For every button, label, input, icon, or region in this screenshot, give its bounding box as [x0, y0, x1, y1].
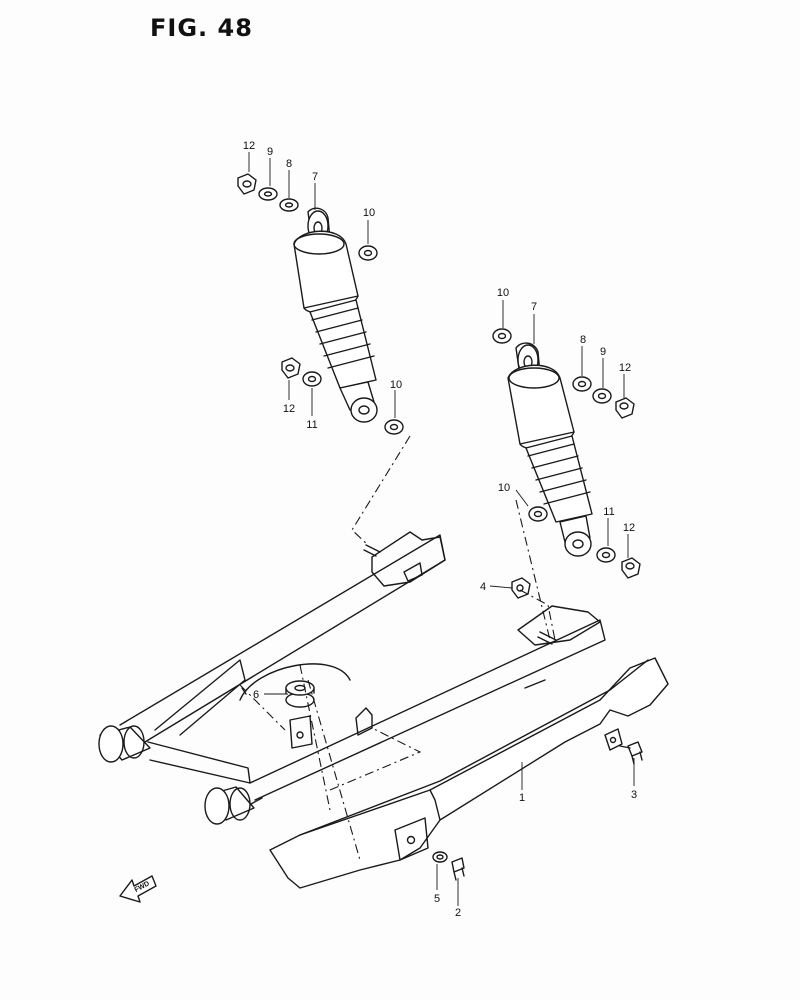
callout-1: 1 — [519, 792, 525, 804]
spacer-6 — [285, 680, 315, 749]
callout-3: 3 — [631, 789, 637, 801]
assembly-lines — [239, 435, 556, 861]
nut-12-upper-left — [237, 173, 257, 195]
nut-12-upper-right — [615, 397, 635, 419]
callout-12-upper-right: 12 — [619, 362, 631, 374]
leader-lines — [248, 152, 635, 906]
callout-2: 2 — [455, 907, 461, 919]
washer-5 — [432, 851, 448, 863]
callout-4: 4 — [480, 581, 486, 593]
shock-absorber-right — [507, 342, 593, 557]
shock-absorber-left — [293, 207, 378, 423]
nut-12-lower-left — [281, 357, 301, 379]
callout-8-right: 8 — [580, 334, 586, 346]
chain-guard — [269, 657, 669, 889]
callout-11-left: 11 — [306, 419, 317, 431]
forward-arrow-icon: FWD — [119, 875, 157, 903]
callout-9-right: 9 — [600, 346, 606, 358]
washer-10-upper-left — [358, 245, 378, 261]
washer-10-lower-left — [384, 419, 404, 435]
callout-12-lower-right: 12 — [623, 522, 635, 534]
swingarm — [98, 531, 606, 825]
callout-6: 6 — [253, 689, 259, 701]
pivot-bushing-lower — [204, 786, 255, 825]
washer-10-upper-right — [492, 328, 512, 344]
washer-9-right — [592, 388, 612, 404]
callout-12-upper-left: 12 — [243, 140, 255, 152]
callout-8-left: 8 — [286, 158, 292, 170]
figure-title: FIG. 48 — [150, 14, 253, 42]
nut-12-lower-right — [621, 557, 641, 579]
callout-5: 5 — [434, 893, 440, 905]
bolt-2 — [451, 857, 465, 881]
callout-7-right: 7 — [531, 301, 537, 313]
washer-9-left — [258, 187, 278, 201]
callout-10-upper-right: 10 — [497, 287, 509, 299]
bolt-3 — [619, 741, 643, 765]
callout-10-lower-right: 10 — [498, 482, 510, 494]
callout-11-right: 11 — [603, 506, 614, 518]
callout-labels: 12 9 8 7 10 12 11 10 10 7 8 9 12 10 11 1… — [243, 140, 637, 919]
callout-10-upper-left: 10 — [363, 207, 375, 219]
nut-4 — [511, 577, 531, 599]
callout-9-left: 9 — [267, 146, 273, 158]
callout-7-left: 7 — [312, 171, 318, 183]
callout-10-lower-left: 10 — [390, 379, 402, 391]
washer-8-left — [279, 198, 299, 212]
pivot-bushing-upper — [98, 725, 151, 763]
callout-12-lower-left: 12 — [283, 403, 295, 415]
washer-10-lower-right — [528, 506, 548, 522]
washer-11-right — [596, 547, 616, 563]
washer-11-left — [302, 371, 322, 387]
washer-8-right — [572, 376, 592, 392]
